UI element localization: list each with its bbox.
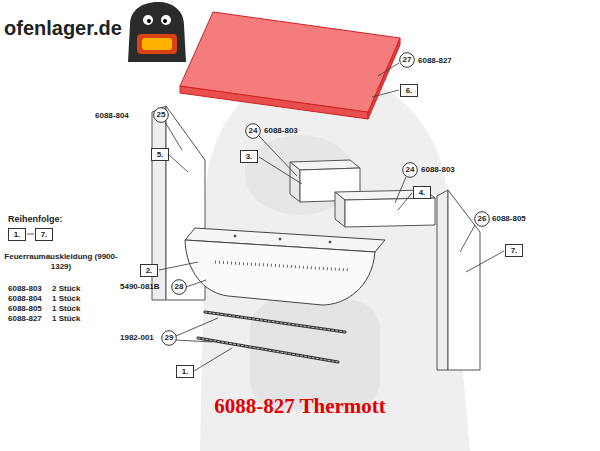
callout-circle-outline: [400, 53, 415, 68]
callout-circle-outline: [172, 280, 187, 295]
callout-circle-outline: [162, 331, 177, 346]
item-box: 1.: [176, 365, 194, 378]
item-box: 4.: [413, 186, 431, 199]
table-cell: 1 Stück: [52, 314, 80, 324]
table-heading: Feuerraumauskleidung (9900-1329): [2, 252, 120, 271]
table-cell: 6088-803: [8, 284, 42, 294]
callout-text: 29: [161, 333, 177, 342]
table-cell: 6088-804: [8, 294, 42, 304]
item-number: 3.: [241, 152, 257, 161]
callout-circle-outline: [403, 163, 418, 178]
logo-text: ofenlager.de: [4, 16, 122, 40]
leader-lines: [27, 63, 504, 371]
grate: [185, 228, 385, 305]
callout-number: 24: [402, 162, 418, 178]
callout-number: 27: [399, 52, 415, 68]
callout-number: 29: [161, 330, 177, 346]
callout-circle-outline: [475, 212, 490, 227]
item-number: 1.: [177, 367, 193, 376]
item-number: 7.: [506, 246, 522, 255]
part-number: 6088-803: [264, 126, 298, 136]
callout-text: 24: [245, 126, 261, 135]
part-number: 6088-803: [421, 165, 455, 175]
part-number: 6088-805: [492, 214, 526, 224]
item-box: 6.: [400, 84, 418, 97]
item-number: 2.: [141, 266, 157, 275]
part-number: 6088-804: [95, 111, 129, 121]
callout-number: 24: [245, 123, 261, 139]
top-plate: [180, 12, 400, 119]
callout-text: 25: [153, 110, 169, 119]
callout-text: 24: [402, 165, 418, 174]
part-number: 5490-081B: [120, 282, 160, 292]
item-box: 7.: [35, 228, 53, 241]
item-number: 4.: [414, 188, 430, 197]
table-cell: 6088-827: [8, 314, 42, 324]
callout-number: 28: [171, 279, 187, 295]
logo-mascot: [128, 2, 186, 62]
item-number: 5.: [152, 150, 168, 159]
item-number: 1.: [9, 230, 25, 239]
part-number: 6088-827: [418, 56, 452, 66]
callout-number: 26: [474, 211, 490, 227]
callout-text: 28: [171, 282, 187, 291]
item-box: 5.: [151, 148, 169, 161]
diagram-title: 6088-827 Thermott: [0, 394, 600, 419]
item-box: 3.: [240, 150, 258, 163]
item-number: 7.: [36, 230, 52, 239]
callout-circle-outline: [246, 124, 261, 139]
grate-rods: [198, 312, 345, 362]
item-box: 2.: [140, 264, 158, 277]
order-heading: Reihenfolge:: [8, 214, 63, 225]
right-panel: [437, 190, 480, 370]
callout-circle-outline: [154, 108, 169, 123]
item-box: 7.: [505, 244, 523, 257]
item-number: 6.: [401, 86, 417, 95]
table-cell: 6088-805: [8, 304, 42, 314]
item-box: 1.: [8, 228, 26, 241]
table-cell: 1 Stück: [52, 294, 80, 304]
callout-number: 25: [153, 107, 169, 123]
callout-text: 26: [474, 214, 490, 223]
table-cell: 2 Stück: [52, 284, 80, 294]
callout-text: 27: [399, 55, 415, 64]
table-cell: 1 Stück: [52, 304, 80, 314]
part-number: 1982-001: [120, 333, 154, 343]
